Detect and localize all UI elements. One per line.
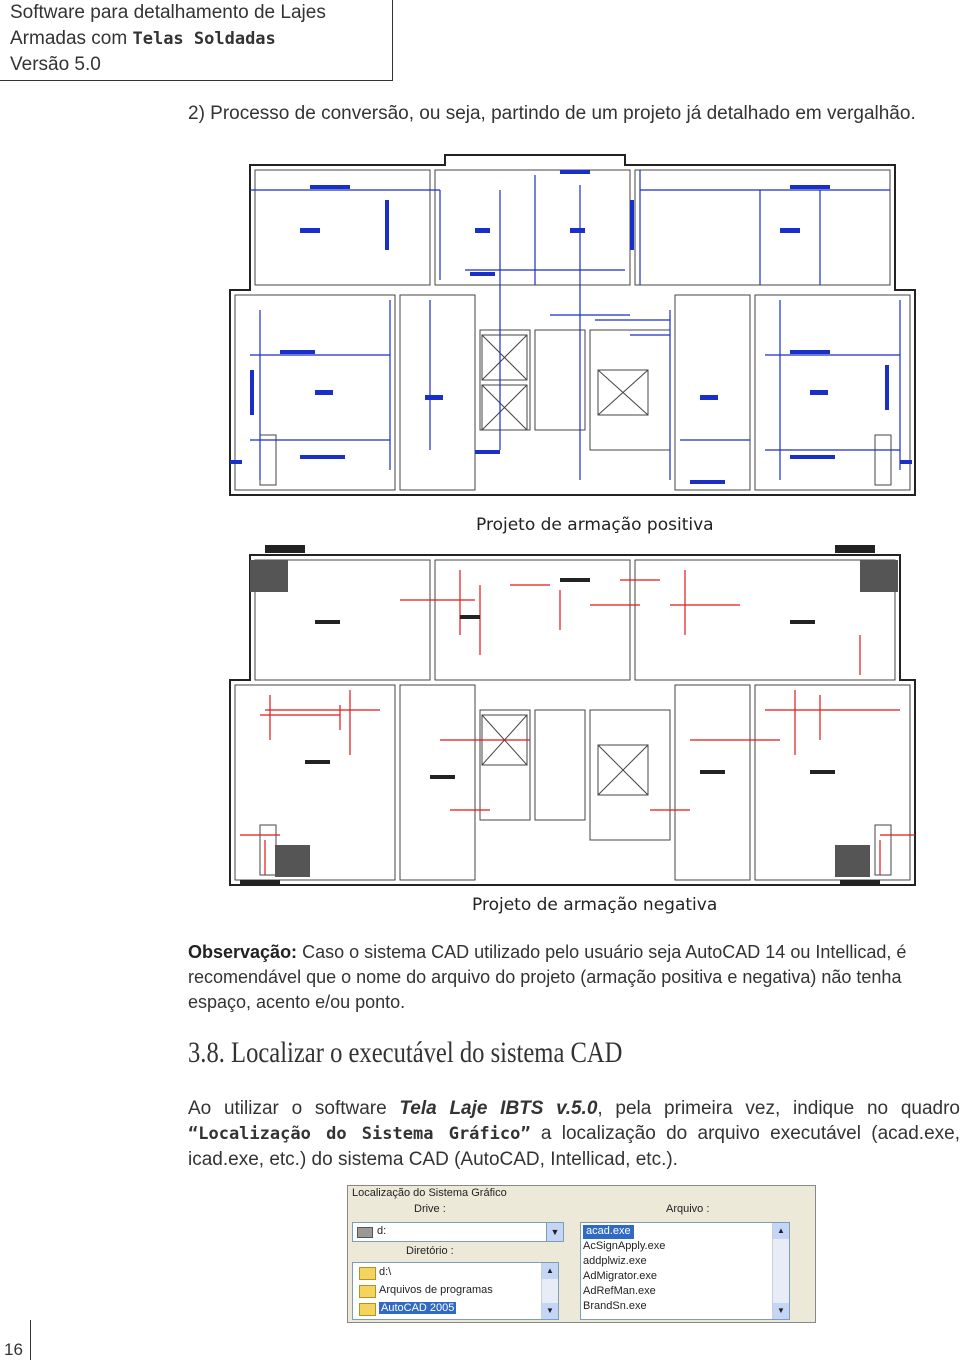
cad-location-dialog: Localização do Sistema Gráfico Drive : d…: [347, 1185, 816, 1323]
scroll-down-icon[interactable]: ▼: [773, 1303, 789, 1319]
directory-list[interactable]: d:\ Arquivos de programas AutoCAD 2005 ▲…: [352, 1262, 559, 1320]
file-item[interactable]: AcSignApply.exe: [583, 1240, 666, 1252]
file-item[interactable]: BrandSn.exe: [583, 1300, 647, 1312]
drive-label: Drive :: [414, 1203, 446, 1215]
file-item[interactable]: addplwiz.exe: [583, 1255, 647, 1267]
file-label: Arquivo :: [666, 1203, 710, 1215]
negative-plan-figure: Projeto de armação negativa: [220, 540, 920, 920]
scroll-up-icon[interactable]: ▲: [773, 1223, 789, 1239]
software-name: Tela Laje IBTS v.5.0: [399, 1098, 598, 1119]
folder-open-icon: [359, 1285, 376, 1298]
drive-icon: [357, 1227, 373, 1238]
directory-item-selected[interactable]: AutoCAD 2005: [357, 1301, 547, 1316]
drive-value: d:: [377, 1225, 387, 1237]
scroll-down-icon[interactable]: ▼: [542, 1303, 558, 1319]
directory-label: Diretório :: [406, 1245, 454, 1257]
observation-paragraph: Observação: Caso o sistema CAD utilizado…: [188, 940, 960, 1015]
file-item[interactable]: AdRefMan.exe: [583, 1285, 656, 1297]
header-brand: Telas Soldadas: [132, 29, 276, 49]
header-subtitle: Armadas com Telas Soldadas: [10, 28, 276, 49]
intro-text: 2) Processo de conversão, ou seja, parti…: [188, 103, 916, 124]
header-title: Software para detalhamento de Lajes: [10, 2, 326, 23]
positive-plan-figure: Projeto de armação positiva: [220, 150, 920, 540]
negative-plan-drawing: [229, 545, 916, 886]
page-number: 16: [4, 1340, 23, 1359]
file-scrollbar[interactable]: ▲▼: [772, 1223, 789, 1319]
directory-scrollbar[interactable]: ▲▼: [541, 1263, 558, 1319]
file-list[interactable]: acad.exe AcSignApply.exe addplwiz.exe Ad…: [580, 1222, 790, 1320]
folder-open-icon: [359, 1303, 376, 1316]
section-title: 3.8. Localizar o executável do sistema C…: [188, 1036, 623, 1069]
directory-item[interactable]: Arquivos de programas: [357, 1283, 547, 1298]
dialog-title: Localização do Sistema Gráfico: [352, 1187, 507, 1199]
positive-plan-caption: Projeto de armação positiva: [476, 515, 714, 535]
drive-select[interactable]: d: ▼: [352, 1222, 564, 1242]
document-header: Software para detalhamento de Lajes Arma…: [0, 0, 393, 81]
directory-item[interactable]: d:\: [357, 1265, 547, 1280]
dialog-name: “Localização do Sistema Gráfico”: [188, 1124, 531, 1144]
body-paragraph: Ao utilizar o software Tela Laje IBTS v.…: [188, 1098, 960, 1170]
chevron-down-icon[interactable]: ▼: [546, 1223, 563, 1241]
header-version: Versão 5.0: [10, 54, 101, 75]
scroll-up-icon[interactable]: ▲: [542, 1263, 558, 1279]
file-item[interactable]: AdMigrator.exe: [583, 1270, 657, 1282]
file-item-selected[interactable]: acad.exe: [583, 1225, 634, 1239]
negative-plan-caption: Projeto de armação negativa: [472, 895, 718, 915]
folder-open-icon: [359, 1267, 376, 1280]
page-divider: [0, 1320, 31, 1360]
positive-plan-drawing: [229, 154, 916, 496]
observation-text: Caso o sistema CAD utilizado pelo usuári…: [188, 942, 907, 1012]
observation-label: Observação:: [188, 942, 298, 962]
